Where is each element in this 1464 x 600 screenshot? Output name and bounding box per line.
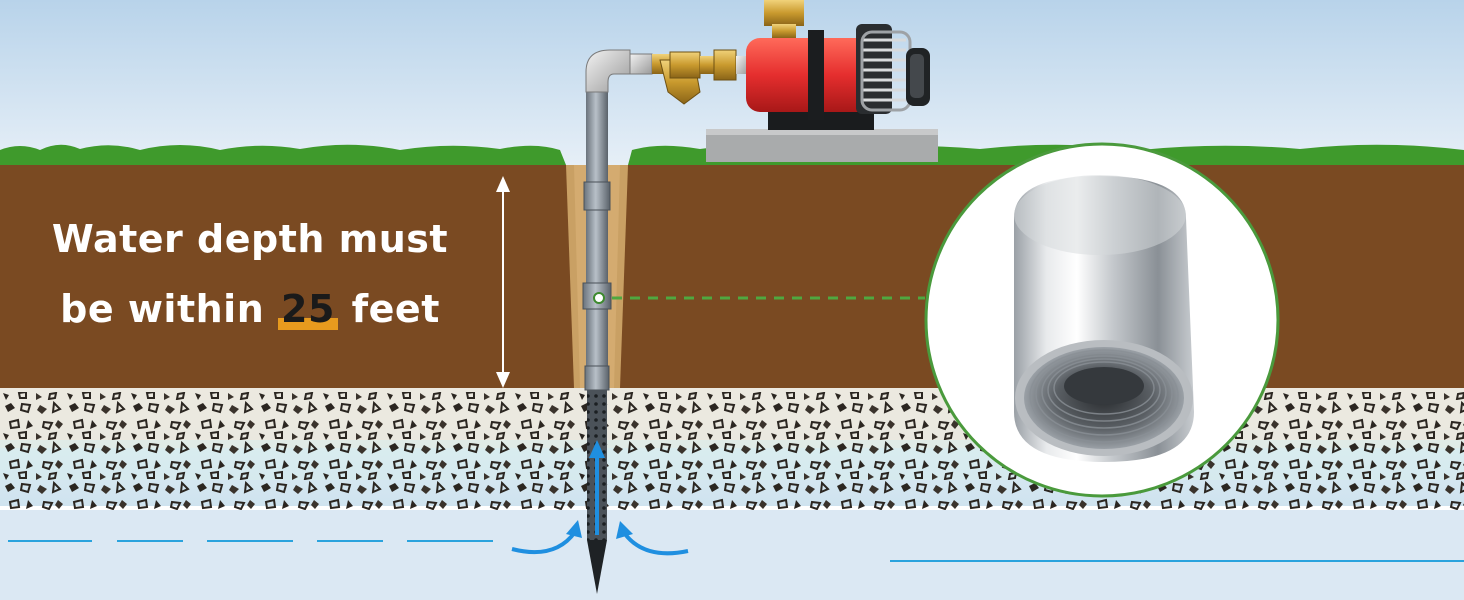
caption-suffix: feet xyxy=(351,287,440,331)
depth-arrow-icon xyxy=(496,176,510,388)
caption-prefix: be within xyxy=(60,287,265,331)
jet-pump-icon xyxy=(746,24,930,130)
caption-line-1: Water depth must xyxy=(0,220,500,258)
caption-line-2: be within 25 feet xyxy=(0,287,500,331)
water-flow-arrow-icon xyxy=(511,440,689,556)
coupling-callout xyxy=(924,142,1280,498)
depth-value-highlight: 25 xyxy=(278,290,338,330)
discharge-piping xyxy=(585,0,804,105)
pipe-coupling-icon xyxy=(929,147,1275,493)
water-level-lines xyxy=(8,540,1464,562)
water-table xyxy=(0,510,1464,600)
coupling-marker xyxy=(593,292,605,304)
caption-text-line-1: Water depth must xyxy=(51,217,449,261)
well-pipe xyxy=(582,86,612,391)
